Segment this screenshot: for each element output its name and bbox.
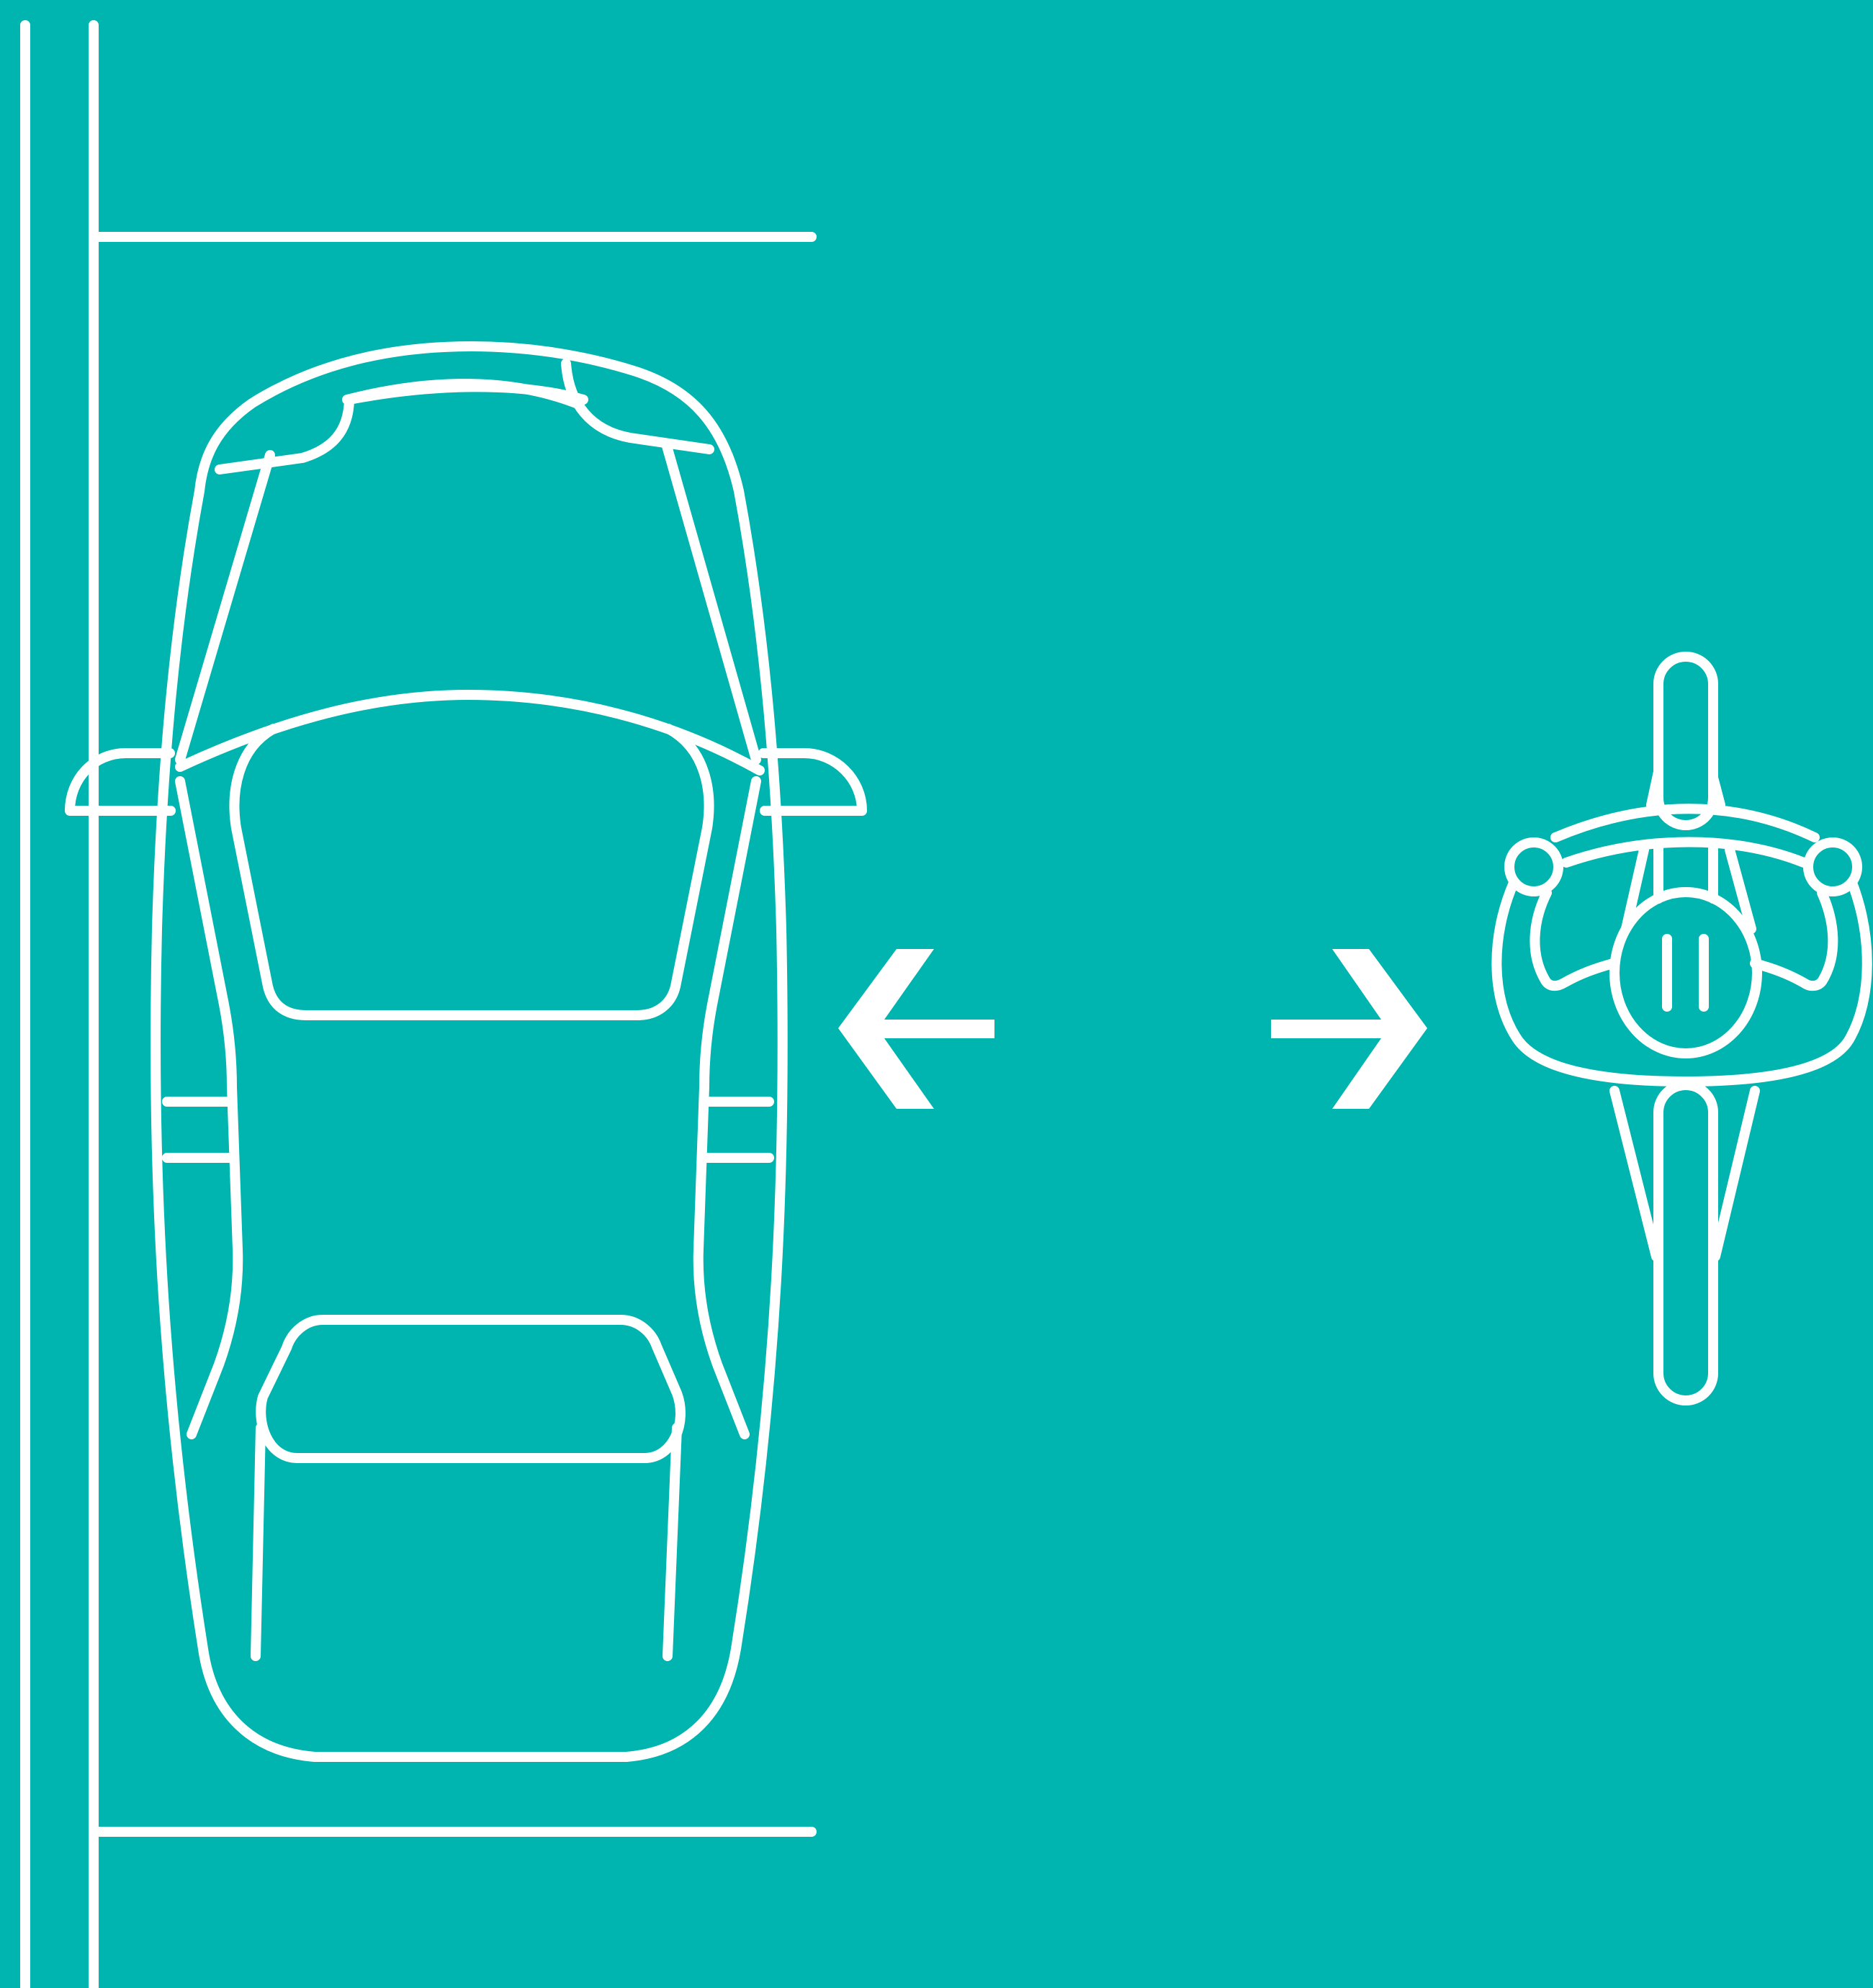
right-arrow xyxy=(1271,949,1427,1109)
car-body xyxy=(156,346,783,1757)
parked-car xyxy=(70,346,862,1757)
curb-lines xyxy=(25,25,94,1988)
front-wheel xyxy=(1658,657,1713,825)
left-arrow xyxy=(838,949,994,1109)
arrow-left-icon xyxy=(838,949,994,1109)
left-mirror xyxy=(70,753,171,811)
rider-helmet xyxy=(1614,892,1757,1053)
motorcycle-rider xyxy=(1496,657,1867,1400)
car-rear-window xyxy=(261,1320,681,1458)
rear-wheel xyxy=(1658,1085,1713,1400)
arrow-right-icon xyxy=(1271,949,1427,1109)
car-roof xyxy=(235,729,709,1015)
